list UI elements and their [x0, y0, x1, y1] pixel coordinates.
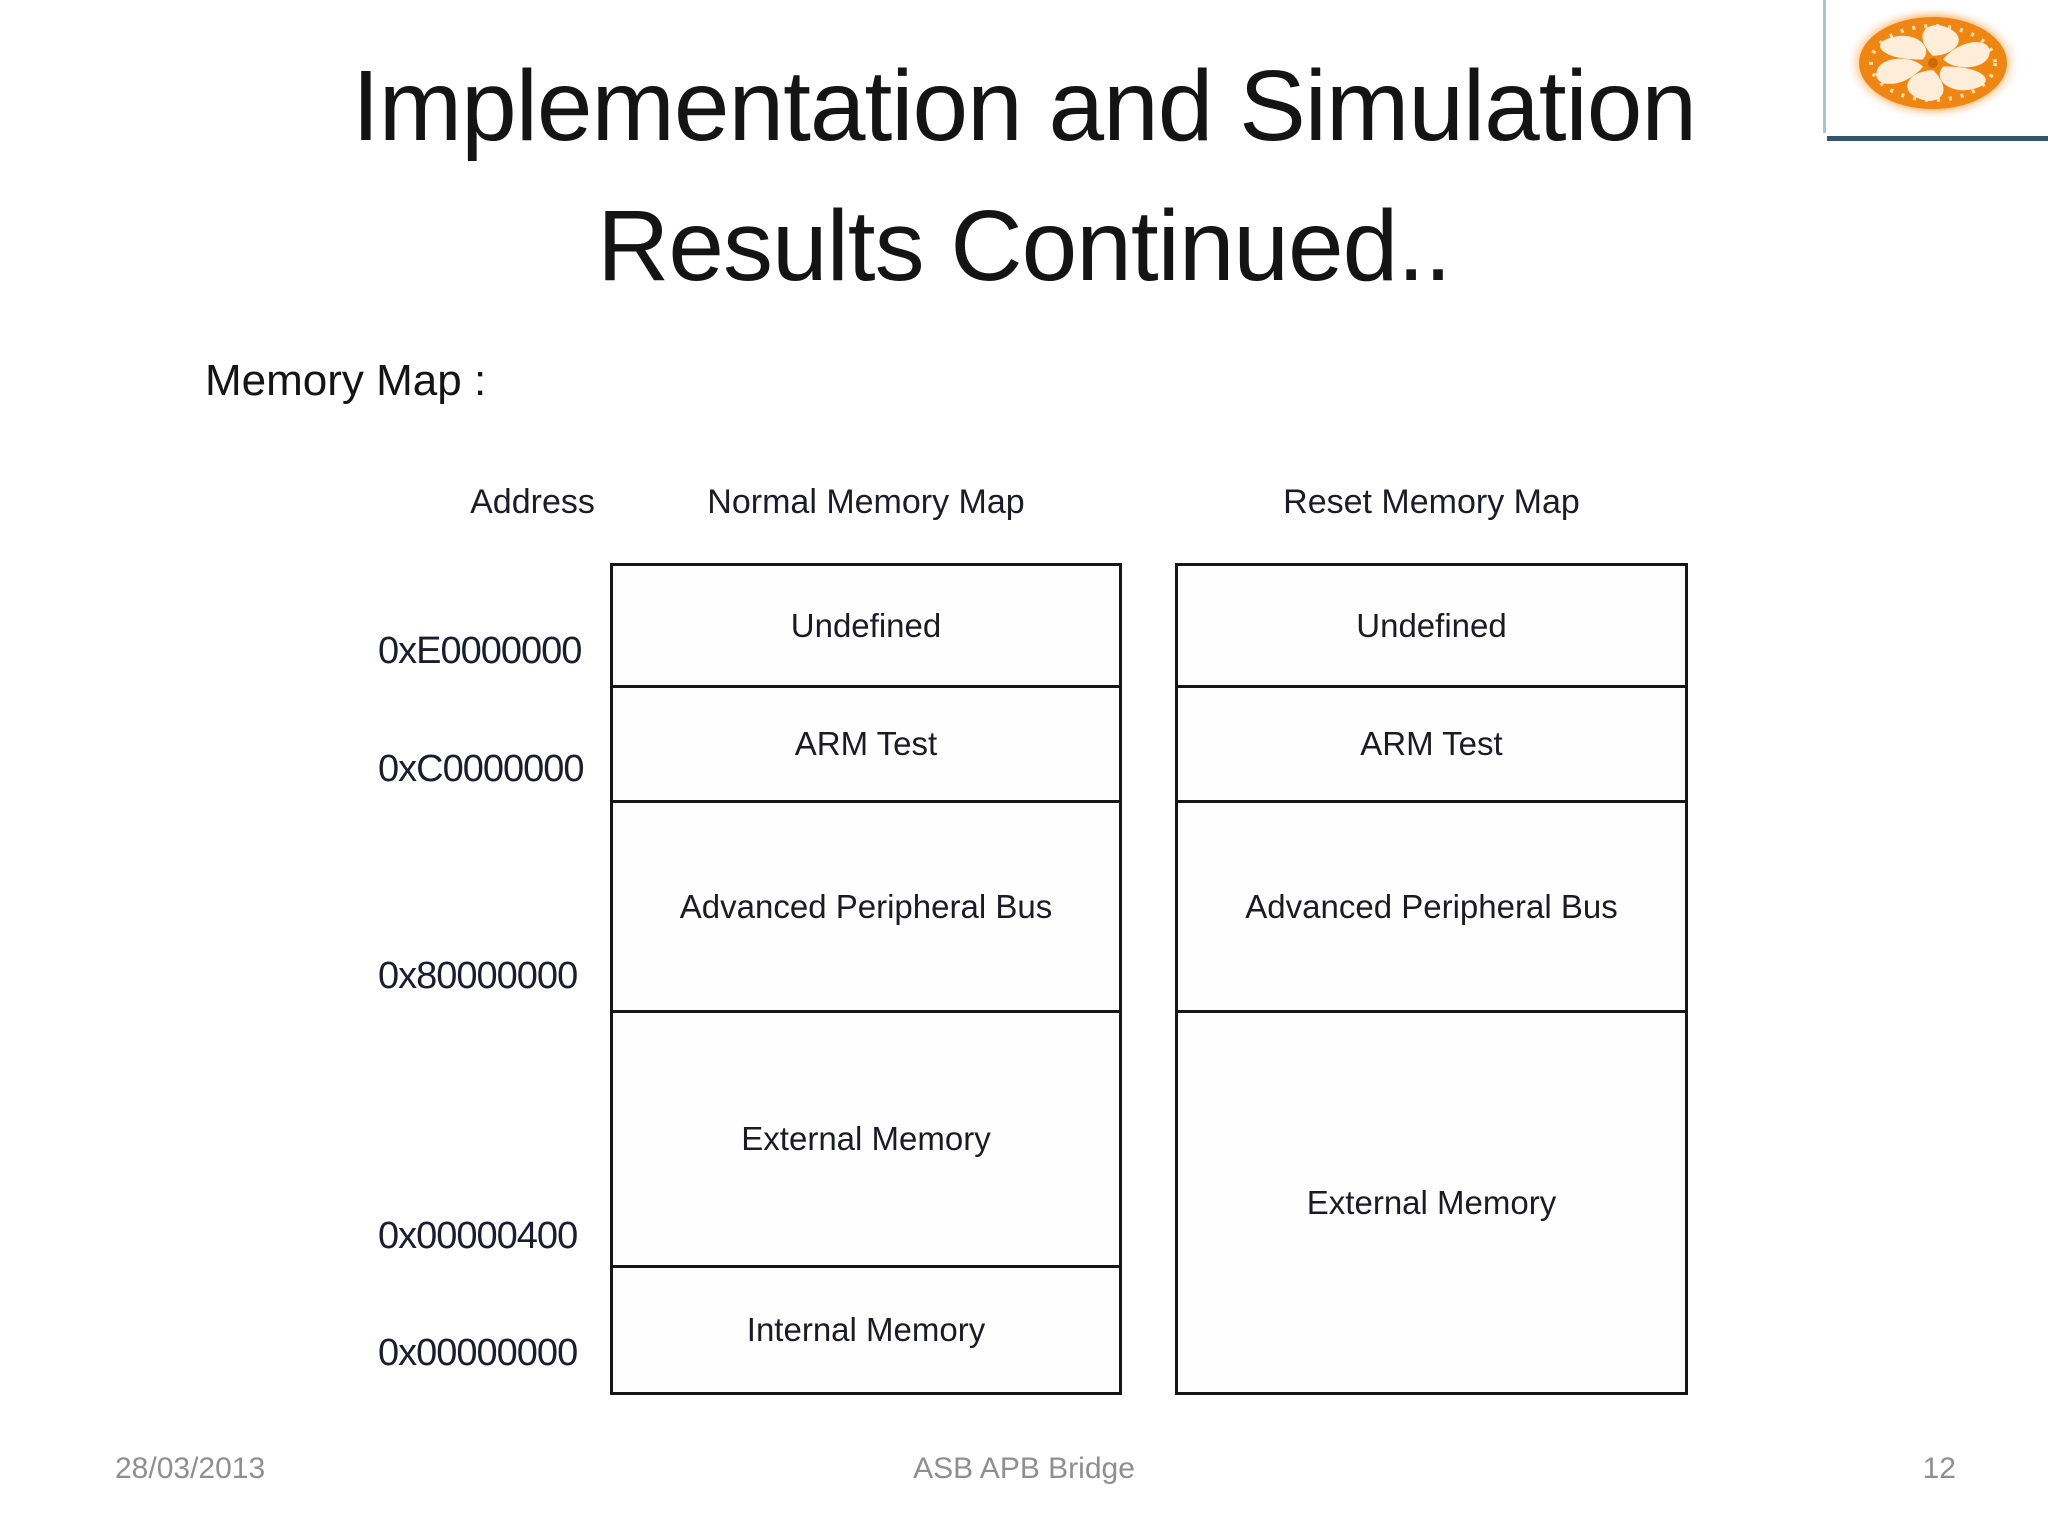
slide-title-line2: Results Continued..: [597, 190, 1452, 302]
footer-page-number: 12: [1922, 1452, 1956, 1485]
address-column-header: Address: [470, 483, 595, 521]
footer-date: 28/03/2013: [115, 1452, 266, 1485]
normal-memory-map-column: Undefined ARM Test Advanced Peripheral B…: [610, 563, 1122, 1395]
address-label: 0xC0000000: [378, 748, 585, 790]
institution-logo: [1818, 0, 2048, 145]
logo-left-rule: [1823, 0, 1826, 133]
slide-title-line1: Implementation and Simulation: [352, 50, 1697, 162]
memory-segment-undefined: Undefined: [790, 606, 942, 644]
memory-segment-arm-test: ARM Test: [613, 685, 1119, 800]
logo-bottom-rule: [1827, 136, 2048, 141]
normal-memory-map-header: Normal Memory Map: [707, 483, 1025, 521]
slide-title: Implementation and Simulation Results Co…: [0, 36, 2048, 316]
address-label: 0xE0000000: [378, 630, 582, 672]
reset-memory-map-header: Reset Memory Map: [1283, 483, 1580, 521]
memory-segment-external-memory: External Memory: [1178, 1010, 1685, 1392]
memory-segment-arm-test: ARM Test: [1178, 685, 1685, 800]
memory-segment-advanced-peripheral-bus: Advanced Peripheral Bus: [613, 800, 1119, 1010]
memory-segment-undefined: Undefined: [1356, 606, 1507, 644]
footer-project-title: ASB APB Bridge: [913, 1452, 1135, 1485]
address-label: 0x80000000: [378, 955, 578, 997]
institution-logo-icon: [1823, 0, 2048, 141]
memory-segment-internal-memory: Internal Memory: [613, 1265, 1119, 1392]
memory-segment-external-memory: External Memory: [613, 1010, 1119, 1265]
memory-segment-advanced-peripheral-bus: Advanced Peripheral Bus: [1178, 800, 1685, 1010]
address-label: 0x00000000: [378, 1332, 578, 1374]
section-label: Memory Map :: [205, 356, 487, 405]
reset-memory-map-column: Undefined ARM Test Advanced Peripheral B…: [1175, 563, 1688, 1395]
address-label: 0x00000400: [378, 1215, 578, 1257]
